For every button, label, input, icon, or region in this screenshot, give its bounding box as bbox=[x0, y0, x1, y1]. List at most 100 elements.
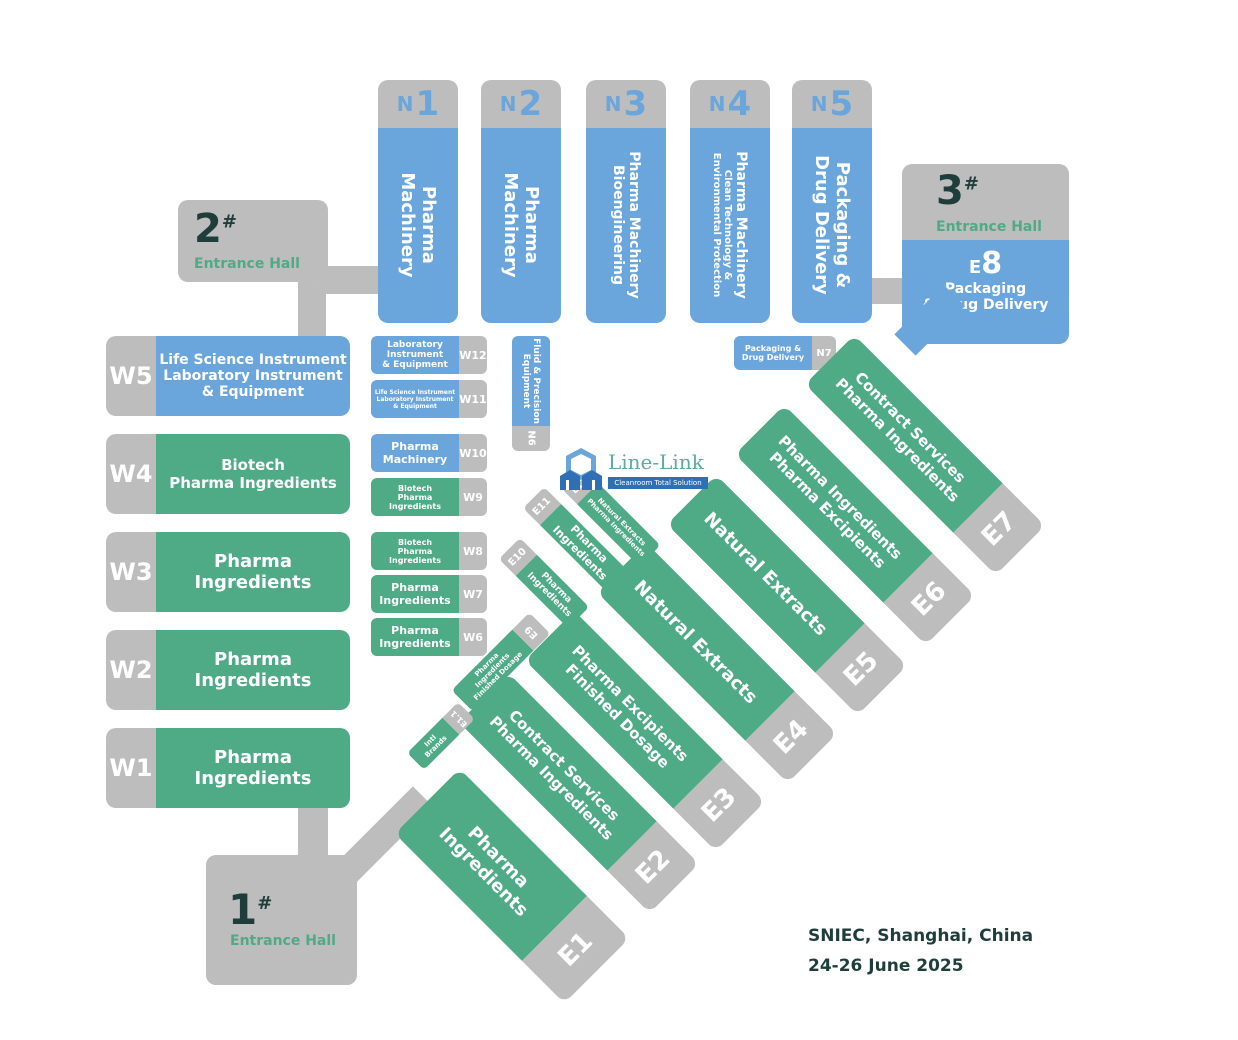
hall-w9-code: W9 bbox=[459, 478, 487, 516]
hall-e9-code: E9 bbox=[522, 622, 541, 641]
hall-w4-line-1: Biotech bbox=[221, 456, 285, 474]
venue-text: SNIEC, Shanghai, China bbox=[808, 926, 1034, 946]
entrance-2-label: Entrance Hall bbox=[194, 256, 300, 272]
hall-n2-prefix: N bbox=[499, 92, 517, 116]
hall-e3-code: E3 bbox=[695, 781, 743, 829]
hall-n6[interactable]: Fluid & Precision Equipment N6 bbox=[512, 336, 550, 451]
hall-n4-code: 4 bbox=[727, 84, 752, 124]
hall-w6[interactable]: Pharma Ingredients W6 bbox=[371, 618, 487, 656]
hall-n1-prefix: N bbox=[396, 92, 414, 116]
hall-w3[interactable]: W3 Pharma Ingredients bbox=[106, 532, 350, 612]
hall-n2-line-1: Pharma bbox=[521, 186, 542, 264]
hall-e1-code: E1 bbox=[552, 926, 599, 973]
connector-2-north bbox=[320, 266, 382, 294]
hall-w4-code: W4 bbox=[109, 460, 153, 488]
logo-name: Line-Link bbox=[608, 450, 704, 474]
hall-e7-code: E7 bbox=[975, 505, 1023, 553]
hall-w8-code: W8 bbox=[459, 532, 487, 570]
hall-e1-1-code: E1.1 bbox=[448, 708, 469, 729]
hall-n7-line-1: Packaging & bbox=[744, 344, 802, 353]
entrance-2-number: 2 bbox=[194, 206, 222, 252]
hall-e2-code: E2 bbox=[629, 843, 677, 891]
hall-w7-code: W7 bbox=[459, 575, 487, 613]
hall-n7[interactable]: Packaging & Drug Delivery N7 bbox=[734, 336, 836, 370]
hall-w10-code: W10 bbox=[459, 434, 487, 472]
hall-w3-line-2: Ingredients bbox=[194, 572, 312, 593]
hall-w11-line-3: & Equipment bbox=[393, 402, 437, 410]
hall-w9[interactable]: Biotech Pharma Ingredients W9 bbox=[371, 478, 487, 516]
hall-w2-line-2: Ingredients bbox=[194, 670, 312, 691]
hall-w5-line-2: Laboratory Instrument bbox=[163, 368, 343, 384]
hall-w7[interactable]: Pharma Ingredients W7 bbox=[371, 575, 487, 613]
hall-w10-line-2: Machinery bbox=[382, 453, 448, 466]
hall-n1-line-1: Pharma bbox=[418, 186, 439, 264]
entrance-hall-2: 2# Entrance Hall bbox=[178, 200, 328, 282]
hall-n2-line-2: Machinery bbox=[500, 172, 521, 278]
hall-n1-code: 1 bbox=[415, 84, 440, 124]
hall-n3-prefix: N bbox=[604, 92, 622, 116]
entrance-3-number: 3 bbox=[936, 168, 964, 214]
hall-w10[interactable]: Pharma Machinery W10 bbox=[371, 434, 487, 472]
hall-w12-line-3: & Equipment bbox=[382, 360, 448, 370]
hall-n5-code: 5 bbox=[829, 84, 854, 124]
hall-e6-code: E6 bbox=[905, 575, 953, 623]
entrance-1-label: Entrance Hall bbox=[230, 933, 336, 949]
hall-e7-line-1: Contract Services bbox=[851, 368, 970, 487]
logo-tagline: Cleanroom Total Solution bbox=[608, 477, 708, 489]
hall-e4-code: E4 bbox=[767, 713, 815, 761]
entrance-1-number: 1 bbox=[228, 885, 258, 934]
hall-w1[interactable]: W1 Pharma Ingredients bbox=[106, 728, 350, 808]
hall-w2[interactable]: W2 Pharma Ingredients bbox=[106, 630, 350, 710]
entrance-3-mark: # bbox=[963, 173, 979, 195]
hall-w5-line-3: & Equipment bbox=[201, 384, 305, 400]
hall-w12[interactable]: Laboratory Instrument & Equipment W12 bbox=[371, 336, 487, 374]
hall-w5[interactable]: W5 Life Science Instrument Laboratory In… bbox=[106, 336, 350, 416]
hall-w3-line-1: Pharma bbox=[214, 551, 292, 572]
hall-w8-line-1: Biotech bbox=[397, 537, 433, 547]
hall-w1-line-1: Pharma bbox=[214, 747, 292, 768]
hall-n5-line-1: Packaging & bbox=[832, 161, 853, 289]
hall-n6-line-2: Equipment bbox=[521, 353, 531, 409]
hall-w12-line-2: Instrument bbox=[386, 350, 444, 360]
hall-n1-line-2: Machinery bbox=[397, 172, 418, 278]
hall-w6-line-1: Pharma bbox=[391, 624, 439, 637]
hall-w7-line-1: Pharma bbox=[391, 581, 439, 594]
hall-w8-line-2: Pharma Ingredients bbox=[389, 546, 441, 565]
hall-w5-code: W5 bbox=[109, 362, 153, 390]
hall-w9-line-2: Pharma Ingredients bbox=[389, 492, 441, 511]
hall-n4-prefix: N bbox=[708, 92, 726, 116]
hall-n5-line-2: Drug Delivery bbox=[811, 155, 832, 295]
hall-w8[interactable]: Biotech Pharma Ingredients W8 bbox=[371, 532, 487, 570]
hall-w4[interactable]: W4 Biotech Pharma Ingredients bbox=[106, 434, 350, 514]
hall-w3-code: W3 bbox=[109, 558, 153, 586]
hall-w9-line-1: Biotech bbox=[397, 483, 433, 493]
connector-3-north bbox=[868, 278, 908, 304]
entrance-1-mark: # bbox=[257, 893, 273, 914]
hall-w6-line-2: Ingredients bbox=[379, 637, 451, 650]
hall-n3-code: 3 bbox=[623, 84, 648, 124]
hall-e8-line-1: Packaging bbox=[944, 281, 1027, 297]
hall-w2-line-1: Pharma bbox=[214, 649, 292, 670]
hall-w11-line-1: Life Science Instrument bbox=[374, 388, 456, 396]
hall-n3-line-2: Bioengineering bbox=[610, 164, 626, 286]
line-link-logo: Line-Link Cleanroom Total Solution bbox=[556, 446, 712, 492]
hall-n6-line-1: Fluid & Precision bbox=[531, 338, 541, 424]
hall-e1-1[interactable]: Intl Brands E1.1 bbox=[407, 702, 475, 770]
hall-w11[interactable]: Life Science Instrument Laboratory Instr… bbox=[371, 380, 487, 418]
hall-w1-line-2: Ingredients bbox=[194, 768, 312, 789]
hall-w10-line-1: Pharma bbox=[391, 440, 439, 453]
hall-w1-code: W1 bbox=[109, 754, 153, 782]
connector-1-west bbox=[298, 806, 328, 862]
hall-w2-code: W2 bbox=[109, 656, 153, 684]
hall-n2-code: 2 bbox=[518, 84, 543, 124]
entrance-2-mark: # bbox=[221, 211, 237, 233]
hall-e8-prefix: E bbox=[968, 257, 982, 278]
hall-w11-line-2: Laboratory Instrument bbox=[376, 395, 454, 403]
hall-e5-code: E5 bbox=[837, 645, 885, 693]
dates-text: 24-26 June 2025 bbox=[808, 956, 964, 976]
